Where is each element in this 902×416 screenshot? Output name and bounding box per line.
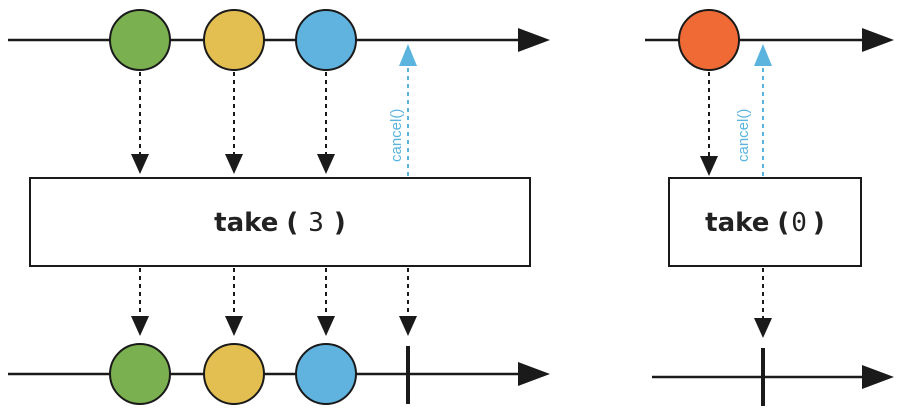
left-take-3-diagram: cancel() take (3) <box>8 9 550 405</box>
right-cancel-arrowhead <box>754 44 772 66</box>
left-output-arrowhead-green <box>131 316 149 336</box>
left-operator-label: take (3) <box>214 208 346 238</box>
right-output-arrowhead-complete <box>754 318 772 338</box>
right-input-timeline-arrowhead <box>862 28 894 52</box>
left-cancel-label: cancel() <box>388 109 405 162</box>
right-operator-name: take <box>705 208 769 238</box>
right-output-timeline-arrowhead <box>862 365 894 389</box>
left-output-marble-green <box>109 343 171 405</box>
right-take-0-diagram: cancel() take (0) <box>645 9 894 406</box>
left-cancel-arrowhead <box>399 44 417 66</box>
left-output-marble-yellow <box>203 343 265 405</box>
right-operator-open-paren: ( <box>777 208 789 238</box>
left-operator-arg: 3 <box>308 208 324 238</box>
left-input-marble-green <box>109 9 171 71</box>
right-operator-box <box>668 177 862 267</box>
left-input-arrowhead-blue <box>317 154 335 174</box>
left-output-arrowhead-complete <box>399 316 417 336</box>
left-output-arrowhead-blue <box>317 316 335 336</box>
left-input-arrowhead-yellow <box>225 154 243 174</box>
right-cancel-label: cancel() <box>735 109 752 162</box>
left-operator-box <box>29 177 531 267</box>
right-operator-label: take (0) <box>705 208 825 238</box>
right-input-marble-orange <box>678 9 740 71</box>
right-operator-close-paren: ) <box>813 208 825 238</box>
left-operator-name: take <box>214 208 278 238</box>
right-operator-arg: 0 <box>791 208 807 238</box>
left-output-arrowhead-yellow <box>225 316 243 336</box>
left-output-timeline-arrowhead <box>518 362 550 386</box>
left-operator-open-paren: ( <box>286 208 298 238</box>
left-output-marble-blue <box>295 343 357 405</box>
left-input-marble-blue <box>295 9 357 71</box>
left-input-timeline-arrowhead <box>518 28 550 52</box>
left-operator-close-paren: ) <box>334 208 346 238</box>
left-input-arrowhead-green <box>131 154 149 174</box>
left-input-marble-yellow <box>203 9 265 71</box>
right-input-arrowhead-orange <box>700 156 718 176</box>
